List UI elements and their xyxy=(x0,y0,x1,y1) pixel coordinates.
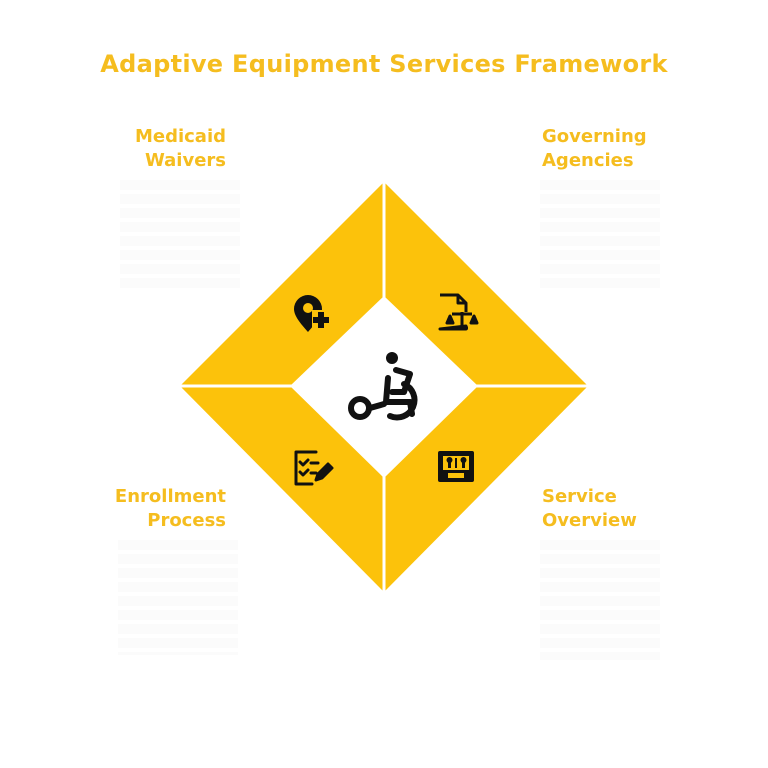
label-governing-agencies: Governing Agencies xyxy=(542,125,742,173)
quadrant-service-overview xyxy=(384,386,588,592)
label-medicaid-waivers: Medicaid Waivers xyxy=(26,125,226,173)
label-line: Service xyxy=(542,486,617,507)
label-enrollment-process: Enrollment Process xyxy=(26,485,226,533)
legal-document-scales-icon xyxy=(438,293,479,331)
label-line: Agencies xyxy=(542,150,634,171)
quadrant-governing-agencies xyxy=(384,182,588,386)
checklist-edit-icon xyxy=(294,450,334,486)
faded-text-placeholder xyxy=(540,180,660,290)
label-line: Medicaid xyxy=(134,126,226,147)
label-line: Enrollment xyxy=(114,486,226,507)
label-line: Waivers xyxy=(144,150,226,171)
label-line: Overview xyxy=(542,510,637,531)
faded-text-placeholder xyxy=(540,540,660,660)
label-line: Process xyxy=(147,510,226,531)
faded-text-placeholder xyxy=(118,540,238,655)
faded-text-placeholder xyxy=(120,180,240,290)
quadrant-medicaid-waivers xyxy=(180,182,384,386)
wheelchair-icon xyxy=(348,352,418,421)
label-service-overview: Service Overview xyxy=(542,485,742,533)
quadrant-enrollment-process xyxy=(180,386,384,592)
center-diamond xyxy=(294,298,474,476)
diagram-title: Adaptive Equipment Services Framework xyxy=(100,50,668,78)
toolbox-icon xyxy=(438,451,474,482)
label-line: Governing xyxy=(542,126,647,147)
location-plus-icon xyxy=(294,295,330,332)
